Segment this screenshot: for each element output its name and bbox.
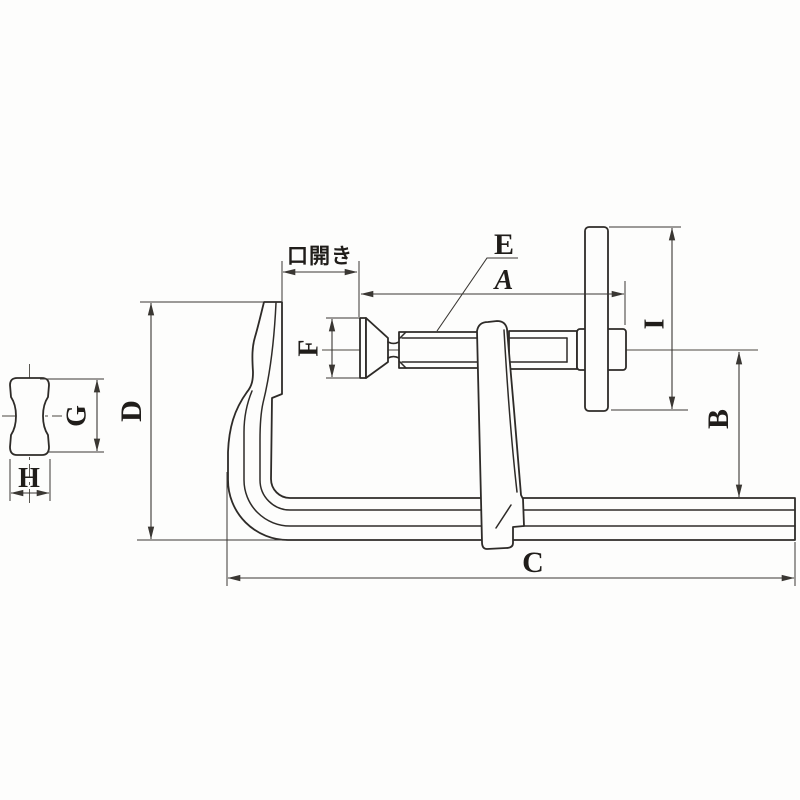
pressure-pad-cone bbox=[365, 317, 389, 379]
label-e: E bbox=[494, 228, 514, 261]
sliding-jaw-notch-line bbox=[495, 504, 512, 529]
label-jaw-opening: 口開き bbox=[287, 244, 353, 268]
label-a: A bbox=[493, 265, 514, 296]
label-b: B bbox=[702, 409, 735, 429]
screw-assembly bbox=[359, 226, 627, 412]
clamp-body bbox=[227, 301, 796, 541]
label-f: F bbox=[293, 339, 324, 356]
forging-contour-line-2 bbox=[243, 390, 796, 527]
screw-end-chamfer bbox=[398, 331, 407, 369]
label-i: I bbox=[639, 319, 670, 330]
t-handle-bar bbox=[584, 226, 609, 412]
forging-contour-line-1 bbox=[259, 302, 796, 511]
sliding-jaw-outline bbox=[476, 320, 525, 550]
sliding-jaw-inner-edge bbox=[503, 329, 518, 493]
fixed-jaw-and-rail-outline bbox=[227, 301, 796, 541]
rail-cross-section: G H bbox=[2, 364, 104, 507]
ball-joint-neck bbox=[387, 341, 400, 359]
label-d: D bbox=[115, 400, 148, 422]
dimensions: 口開き E A F D C B I bbox=[115, 226, 796, 586]
label-g: G bbox=[61, 405, 92, 427]
e-leader-line bbox=[436, 257, 518, 332]
sliding-jaw bbox=[476, 320, 525, 550]
cross-section-profile bbox=[9, 377, 50, 456]
label-h: H bbox=[18, 463, 40, 494]
label-c: C bbox=[522, 546, 544, 579]
